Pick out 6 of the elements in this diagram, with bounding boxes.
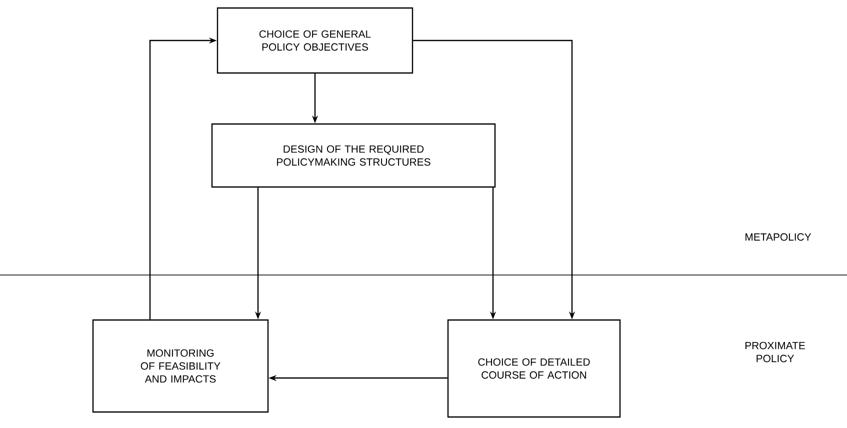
process-box: DESIGN OF THE REQUIRED POLICYMAKING STRUCTURES (211, 123, 496, 188)
region-label: METAPOLICY (746, 233, 812, 241)
process-box: CHOICE OF GENERAL POLICY OBJECTIVES (216, 7, 414, 74)
process-box: MONITORING OF FEASIBILITY AND IMPACTS (92, 319, 269, 413)
process-box: CHOICE OF DETAILED COURSE OF ACTION (447, 319, 621, 418)
region-label: PROXIMATE POLICY (745, 342, 805, 362)
